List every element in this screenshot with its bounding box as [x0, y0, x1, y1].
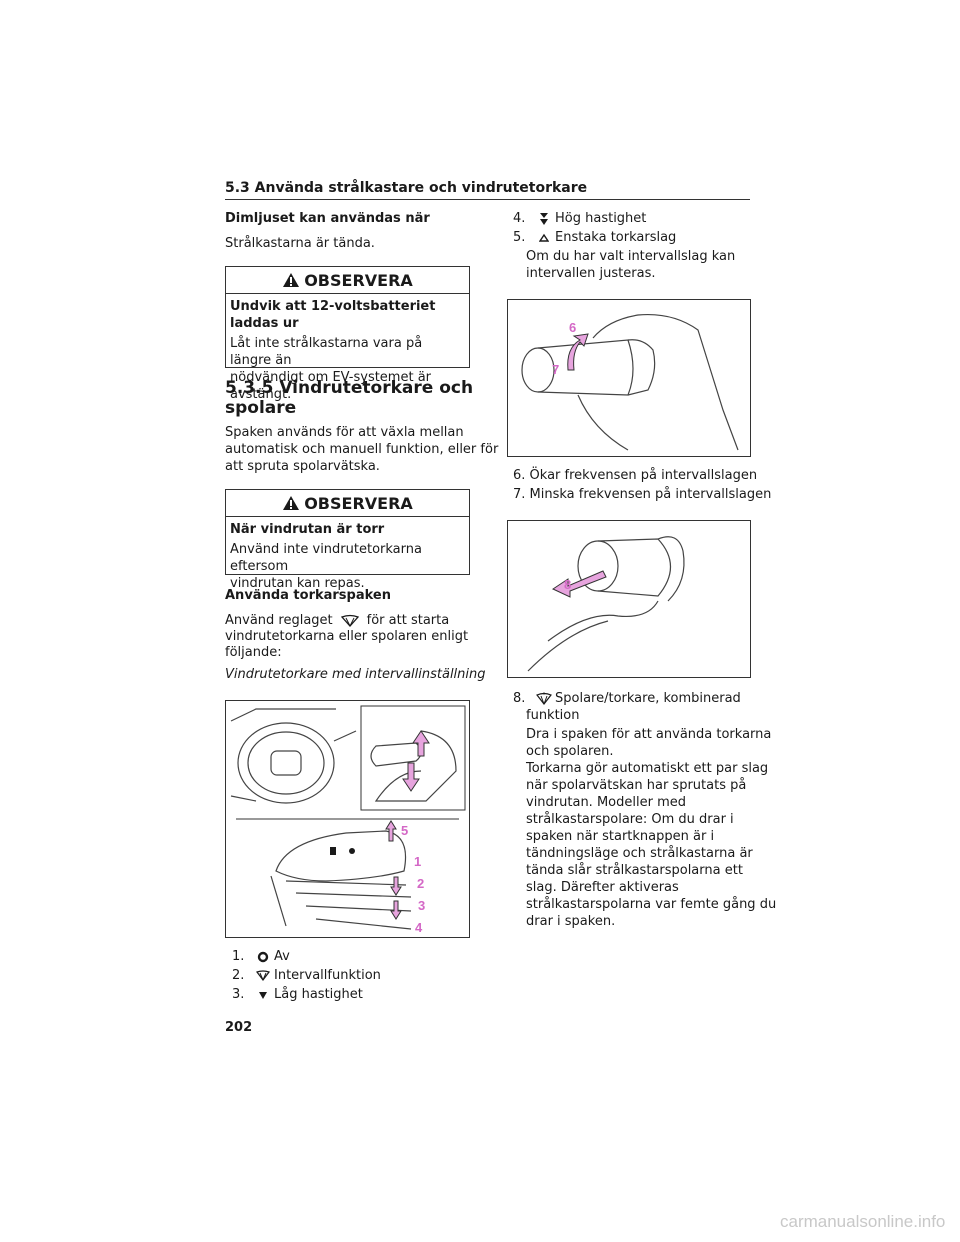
list-label: Hög hastighet [555, 211, 647, 226]
function-list-right: 4. Hög hastighet 5. Enstaka torkarslag [513, 210, 676, 246]
section-header: 5.3 Använda strålkastare och vindrutetor… [225, 180, 588, 196]
callout-1: 1 [414, 854, 422, 869]
fog-text: Strålkastarna är tända. [225, 236, 375, 251]
notice-box-2: OBSERVERA När vindrutan är torr Använd i… [225, 489, 470, 591]
list-label: Enstaka torkarslag [555, 230, 677, 245]
notice-subtitle-1: Undvik att 12-voltsbatteriet laddas ur [230, 299, 436, 331]
item8-paragraph-2: Torkarna gör automatiskt ett par slag nä… [526, 760, 776, 930]
callout-7: 7 [552, 362, 560, 377]
list-item: 4. Hög hastighet [513, 210, 676, 227]
list-label: Av [274, 949, 290, 964]
intro-line: automatisk och manuell funktion, eller f… [225, 442, 499, 457]
use-line-3: följande: [225, 645, 282, 660]
item-8: 8. Spolare/torkare, kombinerad funktion [513, 690, 741, 724]
list-number: 3. [232, 987, 245, 1002]
paragraph-line: spaken när startknappen är i [526, 829, 715, 844]
notice-line: avstängt. [230, 387, 292, 402]
wiper-switch-icon [340, 614, 359, 627]
paragraph-line: drar i spaken. [526, 914, 616, 929]
paragraph-line: tända slår strålkastarspolarna ett [526, 863, 743, 878]
use-text-b: för att starta [366, 613, 450, 628]
notice-line: Låt inte strålkastarna vara på längre än [230, 336, 423, 368]
lever-pull-illustration [527, 536, 685, 672]
function-list-left: 1. Av 2. Intervallfunktion 3. Låg hastig… [232, 948, 381, 1003]
list-number: 8. [513, 691, 526, 706]
notice-title-2: OBSERVERA [226, 490, 469, 517]
item8-paragraph-1: Dra i spaken för att använda torkarna oc… [526, 726, 771, 760]
notice-title-1: OBSERVERA [226, 267, 469, 294]
steering-wheel-illustration [230, 705, 466, 930]
intro-paragraph: Spaken används för att växla mellan auto… [225, 424, 498, 475]
note-line: intervallen justeras. [526, 266, 656, 281]
use-line-1: Använd reglaget för att starta [225, 612, 449, 629]
item5-note: Om du har valt intervallslag kan interva… [526, 248, 735, 282]
list-number: 1. [232, 949, 245, 964]
notice-title-text-1: OBSERVERA [304, 270, 413, 290]
intro-line: att spruta spolarvätska. [225, 459, 380, 474]
figure-caption: Vindrutetorkare med intervallinställning [225, 667, 486, 682]
paragraph-line: Dra i spaken för att använda torkarna [526, 727, 772, 742]
header-divider [225, 199, 750, 200]
paragraph-line: Torkarna gör automatiskt ett par slag [526, 761, 769, 776]
use-line-2: vindrutetorkarna eller spolaren enligt [225, 629, 469, 644]
warning-icon [283, 273, 300, 287]
use-heading: Använda torkarspaken [225, 588, 391, 603]
paragraph-line: och spolaren. [526, 744, 614, 759]
item-7: 7. Minska frekvensen på intervallslagen [513, 487, 772, 502]
single-wipe-icon [533, 233, 555, 243]
washer-wiper-icon [533, 692, 555, 706]
wiper-lever-figure: 5 1 2 3 4 [225, 700, 470, 938]
paragraph-line: strålkastarspolare: Om du drar i [526, 812, 734, 827]
list-item: 1. Av [232, 948, 381, 965]
hand-on-lever-illustration [521, 313, 739, 451]
list-item: 2. Intervallfunktion [232, 967, 381, 984]
off-icon [252, 951, 274, 963]
notice-subtitle-2: När vindrutan är torr [230, 522, 385, 537]
list-item: 8. Spolare/torkare, kombinerad [513, 690, 741, 707]
section-title-line-1: 5.3.5 Vindrutetorkare och [225, 378, 474, 398]
notice-line: Använd inte vindrutetorkarna eftersom [230, 542, 422, 574]
high-speed-icon [533, 212, 555, 226]
list-label: Spolare/torkare, kombinerad [555, 691, 741, 706]
paragraph-line: strålkastarspolarna var femte gång du [526, 897, 777, 912]
fog-heading: Dimljuset kan användas när [225, 211, 430, 226]
item-6: 6. Ökar frekvensen på intervallslagen [513, 468, 758, 483]
note-line: Om du har valt intervallslag kan [526, 249, 736, 264]
paragraph-line: slag. Därefter aktiveras [526, 880, 679, 895]
list-number: 5. [513, 230, 526, 245]
list-label-cont: funktion [526, 708, 580, 723]
low-speed-icon [252, 990, 274, 1000]
paragraph-line: när spolarvätskan har sprutats på [526, 778, 747, 793]
section-title: 5.3.5 Vindrutetorkare och spolare [225, 378, 473, 418]
washer-figure: 8 [507, 520, 751, 678]
paragraph-line: tändningsläge och strålkastarna är [526, 846, 753, 861]
callout-4: 4 [415, 920, 423, 935]
notice-box-1: OBSERVERA Undvik att 12-voltsbatteriet l… [225, 266, 470, 402]
section-title-line-2: spolare [225, 398, 297, 418]
callout-2: 2 [417, 876, 425, 891]
frequency-adjust-figure: 6 7 [507, 299, 751, 457]
intermittent-wiper-icon [252, 969, 274, 982]
list-number: 4. [513, 211, 526, 226]
notice-line: vindrutan kan repas. [230, 576, 365, 591]
list-item: 3. Låg hastighet [232, 986, 381, 1003]
list-number: 2. [232, 968, 245, 983]
paragraph-line: vindrutan. Modeller med [526, 795, 686, 810]
watermark: carmanualsonline.info [780, 1212, 946, 1231]
callout-5: 5 [401, 823, 409, 838]
notice-line: nödvändigt om EV-systemet är [230, 370, 432, 385]
notice-title-text-2: OBSERVERA [304, 493, 413, 513]
list-label: Intervallfunktion [274, 968, 381, 983]
callout-8: 8 [564, 577, 572, 592]
page-number: 202 [225, 1020, 253, 1035]
use-text-a: Använd reglaget [225, 613, 333, 628]
intro-line: Spaken används för att växla mellan [225, 425, 464, 440]
list-label: Låg hastighet [274, 987, 363, 1002]
warning-icon [283, 496, 300, 510]
list-item: 5. Enstaka torkarslag [513, 229, 676, 246]
callout-6: 6 [569, 320, 577, 335]
callout-3: 3 [418, 898, 426, 913]
